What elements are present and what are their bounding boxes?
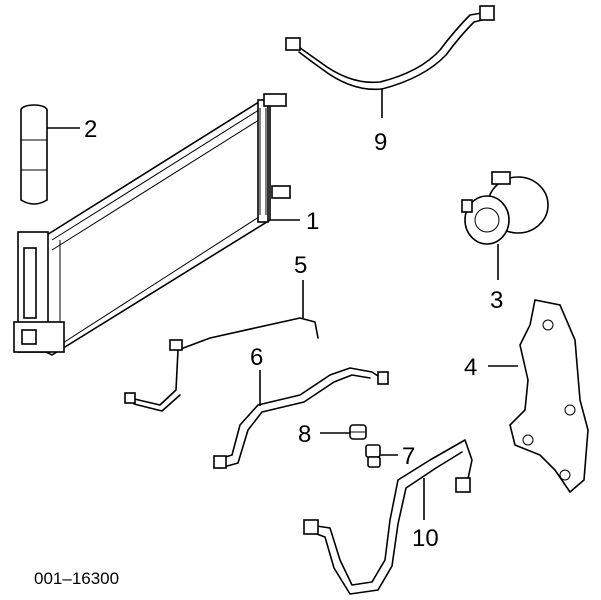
callout-3: 3 xyxy=(490,287,503,314)
leader-lines xyxy=(47,88,518,520)
discharge-hose xyxy=(213,367,389,469)
compressor-bracket xyxy=(509,299,589,494)
callout-7: 7 xyxy=(402,443,415,470)
callout-labels: 1 2 3 4 5 6 7 8 9 10 xyxy=(84,116,503,552)
cap xyxy=(349,424,367,440)
upper-hose xyxy=(285,5,495,91)
condenser xyxy=(13,93,291,356)
receiver-drier xyxy=(20,104,48,205)
callout-1: 1 xyxy=(306,208,319,235)
compressor xyxy=(461,171,549,245)
callout-5: 5 xyxy=(294,252,307,279)
callout-6: 6 xyxy=(250,344,263,371)
callout-2: 2 xyxy=(84,116,97,143)
callout-8: 8 xyxy=(298,421,311,448)
callout-10: 10 xyxy=(412,525,439,552)
suction-hose xyxy=(303,439,473,595)
callout-9: 9 xyxy=(374,129,387,156)
callout-4: 4 xyxy=(464,354,477,381)
liquid-line xyxy=(124,317,319,412)
fitting xyxy=(365,444,381,468)
reference-code: 001–16300 xyxy=(34,569,119,588)
